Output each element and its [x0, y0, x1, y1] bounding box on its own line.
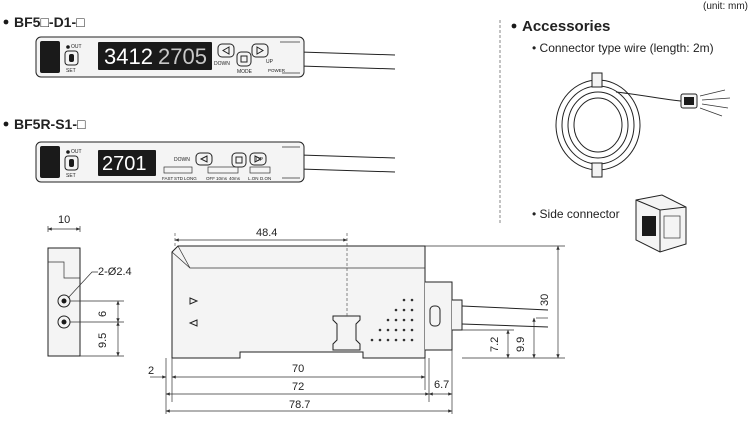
accessories-title: Accessories [522, 18, 610, 35]
front-view: 48.4 30 9.9 7.2 2 70 72 6.7 78.7 [148, 227, 565, 414]
end-cap [40, 146, 60, 178]
accessory-wire-label: • Connector type wire (length: 2m) [532, 41, 714, 55]
unit-note: (unit: mm) [703, 1, 748, 12]
lon-label: L.ON [248, 176, 259, 181]
triangle-left-icon [222, 46, 230, 55]
mode-button[interactable] [231, 152, 247, 168]
down-button[interactable] [195, 152, 213, 166]
body-groove [282, 146, 300, 179]
up-button[interactable] [249, 152, 267, 166]
dim-hole-pitch: 6 [97, 311, 109, 317]
triangle-right-icon [256, 46, 264, 55]
dim-7-2: 7.2 [489, 337, 501, 352]
up-label: UP [256, 157, 264, 163]
accessories-panel: Accessories • Connector type wire (lengt… [511, 18, 731, 253]
long-label: LONG [184, 176, 197, 181]
display-left: 3412 [104, 44, 153, 69]
model-bf5r-s1: BF5R-S1-□ OUT SET 2701 DOWN UP FAST STD … [3, 116, 396, 183]
t40-label: 40ms [229, 176, 241, 181]
out-led-icon [66, 150, 70, 154]
dim-hole-offset: 9.5 [97, 333, 109, 348]
model-label: BF5R-S1-□ [14, 116, 86, 132]
front-body [171, 245, 426, 359]
display-value: 2701 [102, 153, 147, 175]
cable [299, 154, 396, 173]
triangle-left-icon [199, 155, 208, 163]
out-label: OUT [71, 44, 82, 50]
dim-72: 72 [292, 381, 304, 393]
set-label: SET [66, 68, 76, 74]
side-connector-icon [635, 194, 687, 253]
dim-78-7: 78.7 [289, 399, 310, 411]
down-button[interactable] [217, 43, 235, 58]
dim-9-9: 9.9 [515, 337, 527, 352]
triangle-right-icon [189, 297, 199, 305]
timer-switch[interactable] [207, 166, 239, 174]
dim-height: 30 [539, 294, 551, 306]
bullet-icon [3, 121, 9, 127]
model-bf5-d1: BF5□-D1-□ OUT SET 3412 2705 DOWN MODE UP… [3, 14, 396, 78]
mount-clip [332, 315, 361, 351]
dim-width-top: 10 [58, 214, 70, 226]
set-button[interactable] [64, 50, 79, 66]
set-label: SET [66, 173, 76, 179]
out-label: OUT [71, 149, 82, 155]
cable-gland [425, 281, 453, 351]
display [98, 150, 156, 176]
accessory-side-label: • Side connector [532, 207, 620, 221]
mode-icon [240, 55, 248, 63]
out-led-icon [66, 45, 70, 49]
dual-display [98, 42, 212, 70]
dim-48-4: 48.4 [256, 227, 277, 239]
set-button-icon [69, 54, 74, 62]
mode-label: MODE [237, 69, 253, 75]
up-button[interactable] [251, 43, 269, 58]
set-button-icon [69, 159, 74, 167]
bullet-icon [511, 23, 517, 29]
body-groove [280, 41, 300, 74]
output-switch[interactable] [249, 166, 271, 174]
std-label: STD [174, 176, 184, 181]
power-label: POWER [268, 68, 286, 73]
down-label: DOWN [214, 61, 230, 67]
dim-2: 2 [148, 365, 154, 377]
response-switch[interactable] [163, 166, 193, 174]
end-cap [40, 41, 60, 73]
triangle-right-icon [254, 155, 263, 163]
dim-70: 70 [292, 363, 304, 375]
bullet-icon [3, 19, 9, 25]
connector-wire-icon [555, 72, 731, 178]
fast-label: FAST [162, 176, 174, 181]
mode-button[interactable] [236, 51, 252, 67]
vent-holes [370, 298, 414, 342]
t10-label: 10ms [216, 176, 228, 181]
mode-icon [235, 156, 243, 164]
cable [299, 51, 396, 70]
off-label: OFF [206, 176, 215, 181]
dim-hole: 2-Ø2.4 [98, 266, 132, 278]
down-label: DOWN [174, 157, 190, 163]
triangle-left-icon [188, 319, 198, 327]
set-button[interactable] [64, 155, 79, 171]
display-right: 2705 [158, 44, 207, 69]
side-view: 10 2-Ø2.4 6 9.5 [47, 214, 132, 357]
don-label: D.ON [260, 176, 271, 181]
up-label: UP [266, 59, 274, 65]
dim-6-7: 6.7 [434, 379, 449, 391]
model-label: BF5□-D1-□ [14, 14, 85, 30]
cable [461, 305, 549, 328]
